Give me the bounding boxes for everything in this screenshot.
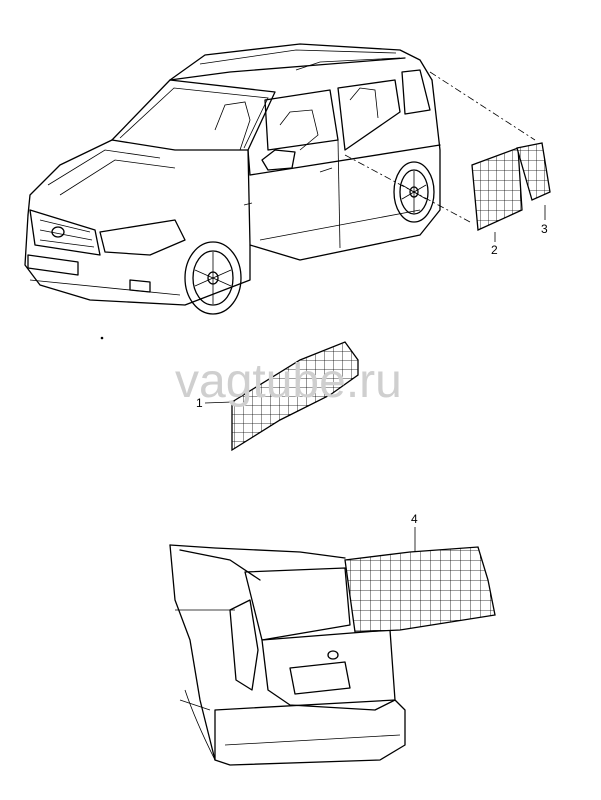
leader-lines-car <box>344 71 536 223</box>
part-2-mesh <box>471 147 523 231</box>
dot-mark <box>100 336 104 340</box>
car-illustration <box>24 43 441 315</box>
part-3-mesh <box>516 142 551 201</box>
part-1-mesh <box>204 341 359 452</box>
callout-3-label: 3 <box>541 222 548 236</box>
car-rear-illustration <box>169 544 406 766</box>
part-4-mesh <box>344 527 496 633</box>
watermark-text: vagtube.ru <box>175 355 402 408</box>
callout-4-label: 4 <box>411 512 418 526</box>
callout-1-label: 1 <box>196 396 203 410</box>
callout-2-label: 2 <box>491 243 498 257</box>
